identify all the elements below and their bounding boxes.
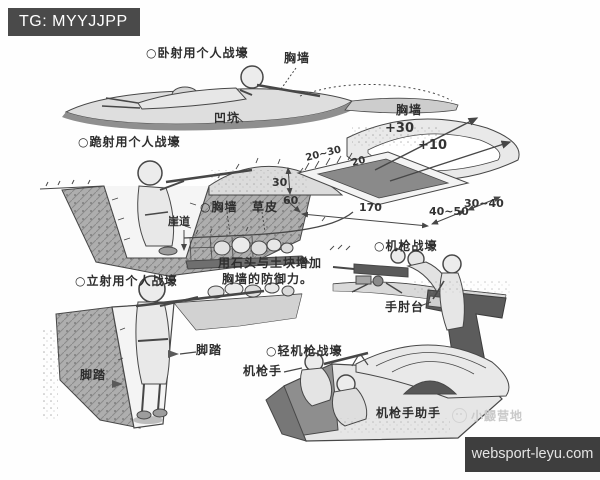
elbow-rest-label: 手肘台 bbox=[385, 300, 425, 314]
prone-soldier-sketch bbox=[101, 65, 321, 110]
standing-soldier-sketch bbox=[135, 275, 265, 420]
light-mg-trench-sketch bbox=[265, 344, 510, 442]
mg-trench-label: ○机枪战壕 bbox=[374, 239, 438, 253]
dim-30: 30 bbox=[272, 176, 288, 189]
breastwork-top-label: 胸墙 bbox=[284, 51, 311, 65]
kneeling-trench-sketch bbox=[39, 157, 344, 277]
footstep-right-label: 脚踏 bbox=[196, 343, 223, 357]
kneeling-soldier-sketch bbox=[137, 160, 253, 256]
kneeling-trench-label: ○跪射用个人战壕 bbox=[78, 135, 181, 149]
dim-plus10: +10 bbox=[418, 138, 447, 153]
stone-note-line1: 用石头与土块增加 bbox=[218, 256, 323, 270]
standing-trench-label: ○立射用个人战壕 bbox=[75, 274, 178, 288]
tag-banner: TG: MYYJJPP bbox=[8, 8, 140, 36]
watermark: 小鼹营地 bbox=[452, 407, 523, 424]
dimension-diagram-sketch bbox=[283, 117, 520, 229]
footstep-peg-right bbox=[168, 350, 179, 358]
sod-label: 草皮 bbox=[252, 200, 279, 214]
watermark-text: 小鼹营地 bbox=[471, 409, 524, 423]
dim-plus30: +30 bbox=[385, 121, 414, 136]
breastwork-mid-label: ○胸墙 bbox=[200, 200, 238, 214]
pit-label: 凹坑 bbox=[214, 111, 241, 125]
stone-note-line2: 胸墙的防御力。 bbox=[222, 272, 314, 286]
gunner-label: 机枪手 bbox=[243, 364, 283, 378]
dim-30-40: 30~40 bbox=[464, 197, 504, 210]
breastwork-dim-label: 胸墙 bbox=[396, 103, 423, 117]
heavy-machine-gun-sketch bbox=[332, 263, 409, 294]
dim-60: 60 bbox=[283, 194, 299, 207]
camp-logo-icon bbox=[452, 408, 467, 423]
stone-wall-sketch bbox=[181, 211, 354, 270]
lmg-trench-label: ○轻机枪战壕 bbox=[266, 344, 343, 358]
assistant-label: 机枪手助手 bbox=[376, 406, 442, 420]
dim-170: 170 bbox=[359, 201, 382, 214]
footstep-peg-left bbox=[112, 380, 123, 388]
prone-trench-label: ○卧射用个人战壕 bbox=[146, 46, 249, 60]
footstep-left-label: 脚踏 bbox=[80, 368, 107, 382]
lmg-gunner-sketch bbox=[299, 351, 369, 407]
site-banner: websport-leyu.com bbox=[465, 437, 600, 472]
standing-trench-sketch bbox=[42, 275, 303, 429]
cliff-path-label: 崖道 bbox=[168, 215, 190, 228]
prone-trench-sketch bbox=[62, 65, 459, 131]
dim-40-50: 40~50 bbox=[429, 205, 469, 218]
